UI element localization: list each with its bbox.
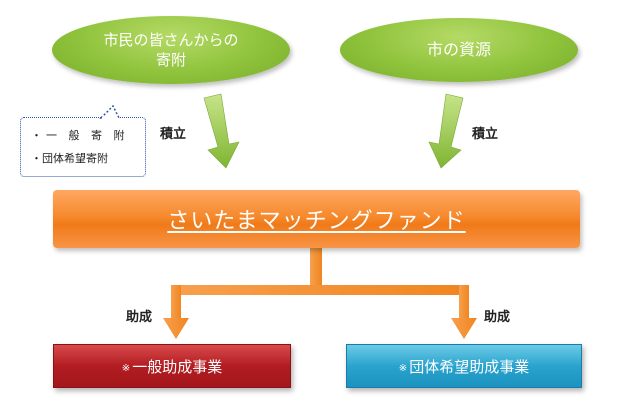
grant-label-right: 助成	[484, 310, 511, 325]
accumulate-label-left: 積立	[160, 127, 187, 142]
general-grant-project-box: ※ 一般助成事業	[53, 344, 291, 388]
grant-label-left: 助成	[126, 310, 153, 325]
note-mark: ※	[398, 362, 408, 374]
callout-item-group: ・団体希望寄附	[31, 152, 108, 165]
group-request-project-box: ※ 団体希望助成事業	[346, 344, 582, 388]
donation-type-callout: ・一 般 寄 附 ・団体希望寄附	[20, 105, 146, 177]
group-request-project-label: 団体希望助成事業	[409, 357, 530, 376]
accumulate-arrow-left	[203, 93, 240, 169]
grant-connector	[163, 248, 477, 339]
accumulate-arrow-right	[428, 93, 464, 169]
matching-fund-title: さいたまマッチングファンド	[167, 209, 466, 234]
source-city-resources: 市の資源	[340, 18, 578, 82]
general-grant-project-label: 一般助成事業	[132, 357, 223, 376]
matching-fund-box: さいたまマッチングファンド	[53, 190, 580, 248]
accumulate-label-right: 積立	[472, 127, 499, 142]
source-citizen-donations-label: 市民の皆さんからの寄附	[103, 31, 239, 69]
source-city-resources-label: 市の資源	[426, 40, 491, 59]
note-mark: ※	[121, 362, 131, 374]
callout-item-general: ・一 般 寄 附	[31, 129, 129, 142]
source-citizen-donations: 市民の皆さんからの寄附	[52, 16, 290, 84]
callout-pointer	[99, 105, 121, 119]
